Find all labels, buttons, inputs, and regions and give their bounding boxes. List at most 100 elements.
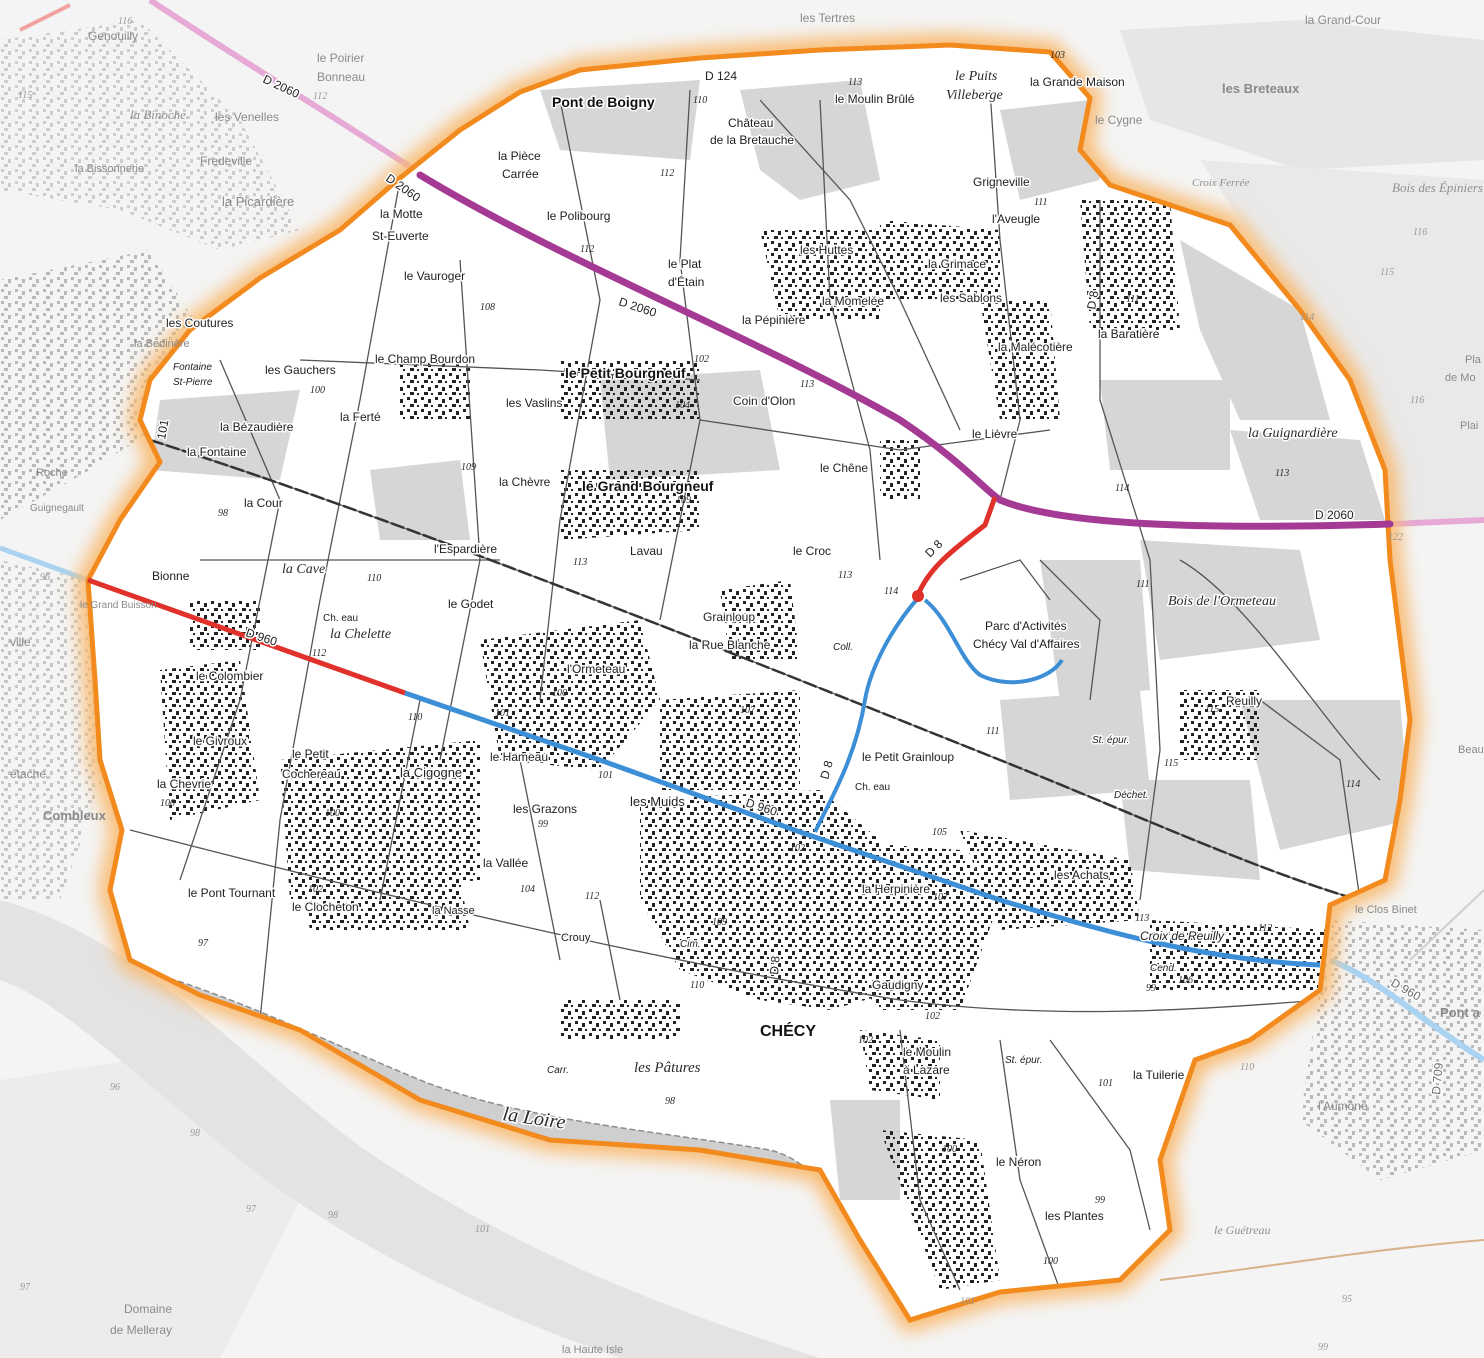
place-label: Lavau	[630, 544, 663, 558]
place-label: Genouilly	[88, 29, 138, 43]
place-label: Parc d'Activités	[985, 619, 1067, 633]
place-label: l'Espardière	[434, 542, 497, 556]
place-label: le Grand Bourgneuf	[582, 478, 714, 494]
spot-height: 110	[690, 980, 704, 991]
grey-fields	[150, 80, 1410, 1200]
place-label: d'Étain	[668, 274, 704, 289]
spot-height: 102	[925, 1011, 940, 1022]
place-label: la Cour	[244, 496, 283, 510]
place-label: Chécy Val d'Affaires	[973, 637, 1080, 651]
place-label: les Coutures	[166, 316, 233, 330]
place-label: la Pièce	[498, 149, 541, 163]
place-label: Bionne	[152, 569, 190, 583]
place-label: les Pâtures	[634, 1060, 701, 1076]
place-label: la Tuilerie	[1133, 1068, 1185, 1082]
place-label: les Gauchers	[265, 363, 336, 377]
spot-height: 110	[1240, 1062, 1254, 1073]
spot-height: 113	[848, 77, 862, 88]
place-label: le Givroux	[193, 734, 247, 748]
place-label: le Moulin	[903, 1045, 951, 1059]
spot-height: 122	[1388, 532, 1403, 543]
spot-height: 116	[118, 16, 132, 27]
spot-height: 96	[40, 572, 50, 583]
spot-height: 104	[675, 400, 690, 411]
place-label: Fredeville	[200, 154, 252, 168]
place-label: Combleux	[43, 808, 107, 823]
spot-height: 110	[693, 95, 707, 106]
spot-height: 95	[1342, 1294, 1352, 1305]
place-label: St. épur.	[1005, 1055, 1042, 1066]
place-label: la Haute Isle	[562, 1344, 623, 1356]
road-red-d8	[915, 496, 998, 596]
place-label: Pla	[1465, 354, 1482, 366]
roundabout	[912, 590, 924, 602]
place-label: le Plat	[668, 257, 702, 271]
place-label: les Venelles	[215, 110, 279, 124]
place-label: les Muids	[630, 794, 685, 809]
place-label: la Grand-Cour	[1305, 13, 1381, 27]
road-label: D 8	[1084, 289, 1101, 310]
place-label: Cim.	[680, 939, 701, 950]
spot-height: 110	[408, 712, 422, 723]
place-label: la Motte	[380, 207, 423, 221]
place-label: le Polibourg	[547, 209, 610, 223]
spot-height: 101	[475, 1224, 490, 1235]
place-label: Crouy	[561, 932, 591, 944]
spot-height: 98	[328, 1210, 338, 1221]
place-label: la Guignardière	[1248, 426, 1338, 441]
spot-height: 96	[110, 1082, 120, 1093]
place-label: les Achats	[1054, 868, 1109, 882]
place-label: les Huttes	[800, 243, 853, 257]
place-label: les Sablons	[940, 291, 1002, 305]
spot-height: 112	[313, 91, 327, 102]
place-label: Reuilly	[1226, 694, 1262, 708]
place-label: le Petit	[292, 747, 329, 761]
place-label: la Chevrie	[157, 777, 211, 791]
spot-height: 106	[1178, 975, 1193, 986]
place-label: le Lièvre	[972, 427, 1018, 441]
place-label: Beau	[1458, 744, 1484, 756]
spot-height: 97	[246, 1204, 257, 1215]
commune-boundary	[85, 42, 1413, 1323]
place-label: Coll.	[833, 642, 853, 653]
place-label: le Clos Binet	[1355, 904, 1417, 916]
road-blue-d960	[404, 690, 1321, 968]
place-label: les Tertres	[800, 11, 855, 25]
place-label: le Chêne	[820, 461, 868, 475]
place-label: CHÉCY	[760, 1021, 816, 1040]
spot-height: 99	[1318, 1342, 1328, 1353]
spot-height: 99	[1095, 1195, 1105, 1206]
spot-height: 99	[1146, 983, 1156, 994]
place-label: la Momelée	[822, 294, 884, 308]
road-label: D 709	[1429, 1062, 1446, 1095]
spot-height: 98	[190, 1128, 200, 1139]
road-label: D 124	[705, 69, 737, 83]
road-label: D 2060	[1315, 508, 1354, 522]
spot-height: 108	[480, 302, 495, 313]
place-label: le Pont Tournant	[188, 886, 276, 900]
place-label: la Nasse	[432, 905, 475, 917]
spot-height: 101	[495, 708, 510, 719]
spot-height: 111	[986, 726, 1000, 737]
spot-height: 116	[1413, 227, 1427, 238]
spot-height: 97	[20, 1282, 31, 1293]
spot-height: 102	[694, 354, 709, 365]
place-label: la Chelette	[330, 627, 391, 642]
spot-height: 97	[198, 938, 209, 949]
spot-height: 100	[325, 808, 340, 819]
place-label: le Petit Bourgneuf	[565, 365, 686, 381]
place-label: le Puits	[955, 69, 998, 84]
place-label: le Croc	[793, 544, 831, 558]
place-label: Cend.	[1150, 963, 1177, 974]
railway	[149, 438, 1401, 912]
spot-height: 113	[573, 557, 587, 568]
road-blue-zone-access	[923, 598, 1064, 685]
place-label: Pont a	[1440, 1005, 1480, 1020]
place-label: Gaudigny	[872, 978, 923, 992]
place-label: Carr.	[547, 1065, 569, 1076]
place-label: Bois des Épiniers	[1392, 180, 1483, 195]
spot-height: 99	[538, 819, 548, 830]
road-label: 101	[154, 418, 171, 440]
spot-height: 114	[1115, 483, 1129, 494]
